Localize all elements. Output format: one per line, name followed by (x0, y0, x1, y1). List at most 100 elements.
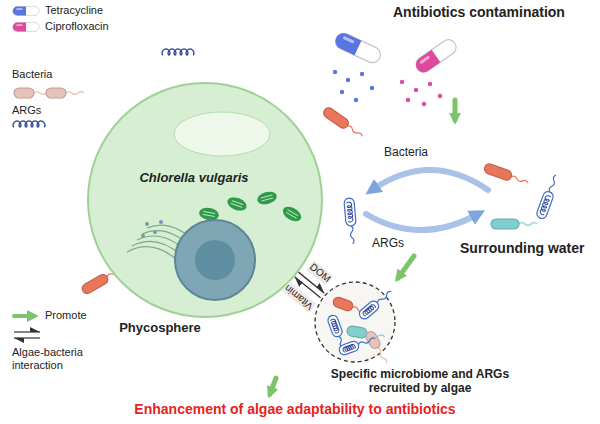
flow-label: Bacteria (384, 145, 428, 159)
capsule-shell (13, 23, 39, 32)
arg-coil (342, 344, 355, 353)
capsule-half (13, 23, 26, 32)
flagellum (376, 290, 392, 304)
capsule-shell (413, 37, 459, 76)
bacterium-body (80, 273, 109, 296)
nucleus (175, 220, 255, 300)
flagellum (376, 347, 388, 364)
flagellum (66, 92, 84, 95)
drug-dot (400, 80, 404, 84)
bacterium-body (327, 314, 344, 338)
vacuole (174, 112, 270, 156)
thylakoid (203, 211, 215, 216)
chloroplast-body (226, 195, 249, 213)
bacterium (322, 106, 365, 141)
drug-dot (428, 82, 432, 86)
node-label: Chlorella vulgaris (139, 170, 248, 186)
bacterium (46, 88, 84, 98)
legend-label: ARGs (12, 104, 41, 117)
antibiotic-capsule (413, 37, 459, 76)
bacterium (364, 330, 391, 364)
promote-arrow (270, 378, 276, 394)
bacterium-body (338, 340, 360, 356)
bacterium-body (364, 330, 382, 351)
promote-arrow (453, 100, 458, 120)
edge-label: Vitamin (282, 282, 317, 314)
region-label: Surrounding water (460, 240, 584, 257)
bacterium-body (14, 88, 34, 98)
microbiome-outline (313, 280, 397, 364)
harpoon-sample (14, 337, 40, 338)
endoplasmic-reticulum (127, 247, 177, 260)
capsule-shell (13, 7, 39, 16)
bacterium-body (332, 296, 354, 312)
arg-coil (162, 49, 194, 55)
drug-dot (333, 70, 337, 74)
promote-arrow (398, 256, 414, 278)
flagellum (511, 175, 529, 184)
heading-label: Antibiotics contamination (393, 4, 565, 21)
drug-dot (438, 94, 442, 98)
capsule-shell (333, 31, 383, 66)
flagellum (548, 174, 557, 192)
antibiotic-capsule (333, 31, 383, 66)
arg-coil (13, 121, 45, 127)
drug-dot (346, 78, 350, 82)
bacterium (344, 198, 358, 245)
granule (145, 222, 149, 226)
node-label: Specific microbiome and ARGs recruited b… (322, 367, 518, 396)
granule (159, 220, 163, 224)
antibiotic-capsule (13, 23, 39, 32)
drug-dot (370, 86, 374, 90)
arg-transfer-arrow (366, 214, 478, 230)
legend-label: Ciprofloxacin (45, 20, 109, 33)
legend-label: Promote (45, 309, 87, 322)
drug-dot (422, 102, 426, 106)
bacterium (536, 173, 561, 220)
chloroplast-body (256, 190, 278, 207)
arg-coil (362, 304, 376, 317)
bacterium (491, 219, 537, 229)
capsule-shine (343, 36, 355, 44)
drug-dot (406, 98, 410, 102)
capsule-shine (419, 55, 430, 64)
microbiome-circle (315, 282, 395, 362)
chloroplast (256, 190, 278, 207)
arg-coil (539, 195, 550, 215)
arg-coil (330, 318, 339, 333)
recruited-microbiome: Specific microbiome and ARGs recruited b… (313, 280, 397, 364)
chloroplast-body (280, 204, 303, 224)
nucleolus (195, 240, 235, 280)
thylakoid (231, 201, 243, 208)
phycosphere-shape (12, 17, 467, 402)
drug-dot (340, 90, 344, 94)
flagellum (347, 125, 363, 138)
bacterium-body (491, 219, 519, 229)
caption: Enhancement of algae adaptability to ant… (134, 401, 455, 418)
chloroplast (280, 204, 303, 224)
flagellum (358, 337, 376, 346)
bacterium (338, 334, 377, 356)
flagellum (519, 223, 537, 226)
arg-coil (347, 202, 353, 222)
thylakoid (286, 210, 298, 219)
legend-label: Bacteria (12, 68, 52, 81)
drug-dot (354, 98, 358, 102)
bacterium-body (536, 190, 555, 220)
bacterium-body (344, 198, 356, 227)
chloroplast (226, 195, 249, 213)
drug-dot (360, 72, 364, 76)
bacterium (357, 288, 394, 321)
capsule-shine (16, 24, 23, 26)
bacterium-body (46, 88, 66, 98)
bacterium-body (346, 325, 367, 338)
harpoon-sample (14, 331, 40, 332)
legend-label: Tetracycline (45, 4, 103, 17)
promote-arrow-sample (14, 314, 34, 318)
capsule-half (413, 50, 440, 76)
capsule-shine (16, 8, 23, 10)
bacteria-transfer-arrow (372, 170, 488, 190)
bacterium (483, 163, 530, 188)
bacterium-body (322, 106, 351, 130)
antibiotic-capsule (13, 7, 39, 16)
